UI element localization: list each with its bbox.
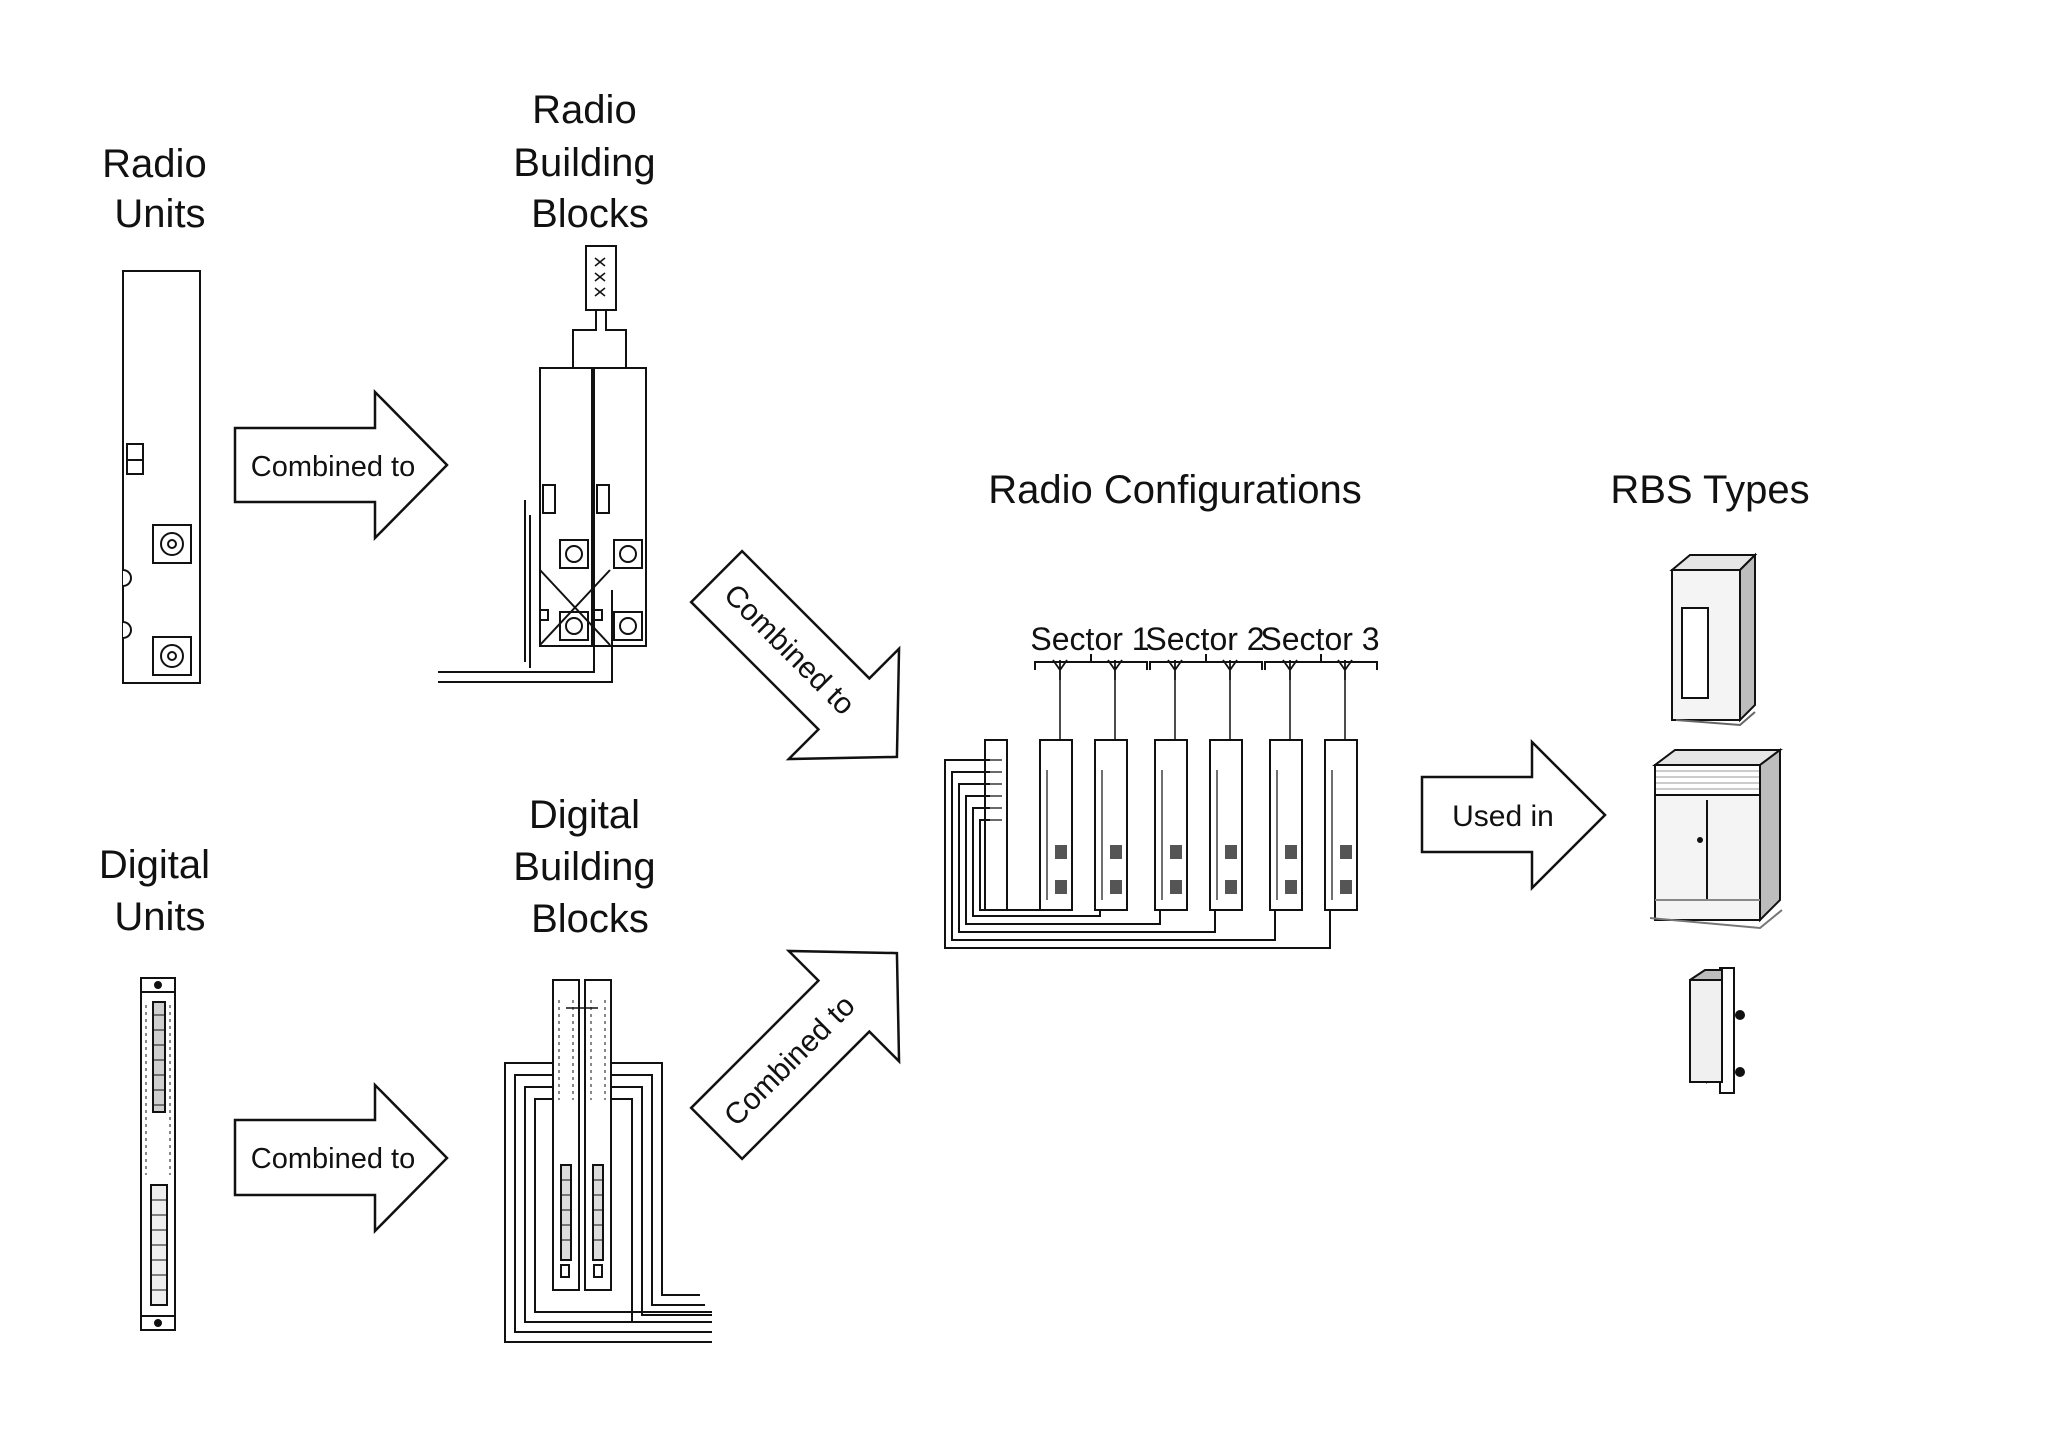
diagonal-combined-arrow-up: Combined to (689, 949, 901, 1161)
radio-configuration-illustration (944, 654, 1378, 949)
digital-building-blocks-title: Digital Building Blocks (513, 793, 666, 941)
sector-1-brace (1034, 654, 1148, 670)
digital-units-title: Digital Units (99, 843, 221, 939)
sector-3-label: Sector 3 (1260, 621, 1379, 657)
indoor-cabinet-icon (1669, 552, 1758, 727)
sector-2-label: Sector 2 (1145, 621, 1264, 657)
radio-building-blocks-title: Radio Building Blocks (513, 88, 666, 236)
antenna-icons (1052, 659, 1353, 680)
svg-text:Combined to: Combined to (251, 451, 415, 483)
svg-text:Combined to: Combined to (251, 1143, 415, 1175)
sector-labels: Sector 1 Sector 2 Sector 3 (1030, 621, 1379, 657)
radio-units-title: Radio Units (102, 142, 218, 236)
used-in-arrow: Used in (1420, 738, 1607, 892)
digital-unit-illustration (140, 977, 176, 1331)
sector-3-brace (1264, 654, 1378, 670)
radio-configurations-title: Radio Configurations (988, 468, 1362, 512)
sector-2-brace (1149, 654, 1263, 670)
radio-unit-illustration (122, 270, 201, 684)
digital-building-block-illustration (504, 979, 712, 1343)
rbs-types-title: RBS Types (1610, 468, 1809, 512)
radio-combined-arrow: Combined to (233, 388, 449, 542)
svg-text:Used in: Used in (1452, 800, 1554, 833)
radio-building-block-illustration (438, 245, 647, 683)
pole-mount-unit-icon (1688, 967, 1745, 1094)
outdoor-cabinet-icon (1649, 748, 1783, 930)
diagonal-combined-arrow-down: Combined to (689, 549, 901, 761)
sector-1-label: Sector 1 (1030, 621, 1149, 657)
digital-combined-arrow: Combined to (233, 1081, 449, 1235)
